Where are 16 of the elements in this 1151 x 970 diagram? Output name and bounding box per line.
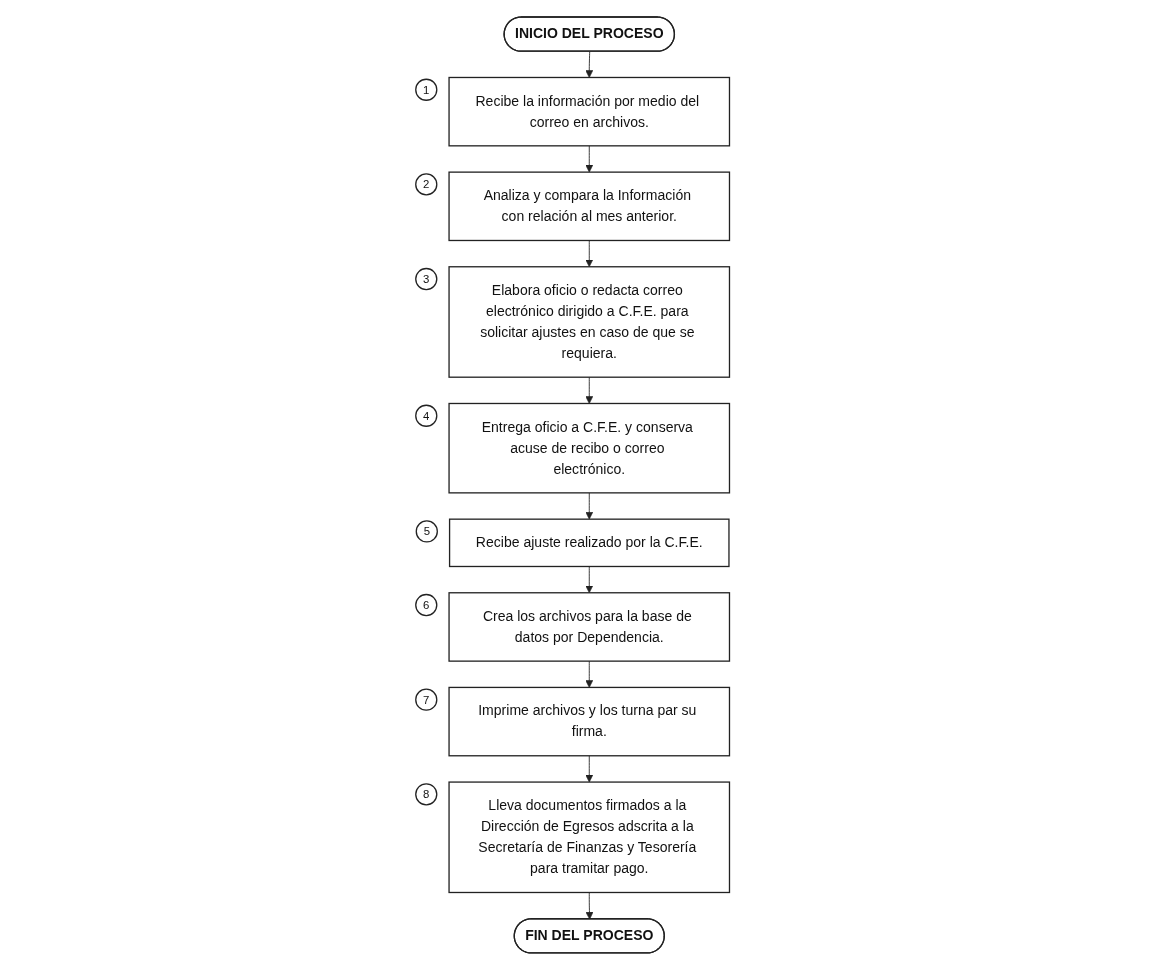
node-box: Analiza y compara la Información con relación al mes anterior.	[448, 171, 731, 242]
node-box: Elabora oficio o redacta correo electrónico dirigido a C.F.E. para solicitar ajustes en caso de que se requiera.	[448, 266, 731, 378]
step-number: 5	[415, 520, 439, 543]
node-box: Lleva documentos firmados a la Dirección de Egresos adscrita a la Secretaría de Finanzas y Tesorería para tramitar pago.	[448, 781, 731, 894]
node-box: Entrega oficio a C.F.E. y conserva acuse de recibo o correo electrónico.	[448, 402, 731, 494]
step-number: 1	[415, 78, 438, 101]
step-number: 3	[415, 267, 438, 291]
node-box: Crea los archivos para la base de datos por Dependencia.	[448, 592, 731, 662]
node-box: Recibe la información por medio del correo en archivos.	[448, 76, 731, 147]
step-number: 6	[415, 593, 438, 617]
node-box: Recibe ajuste realizado por la C.F.E.	[449, 518, 730, 568]
step-number: 2	[415, 173, 438, 196]
node-box: Imprime archivos y los turna par su firma.	[448, 686, 731, 757]
step-number: 8	[415, 783, 438, 806]
step-number: 4	[415, 404, 438, 427]
step-number: 7	[415, 688, 438, 711]
